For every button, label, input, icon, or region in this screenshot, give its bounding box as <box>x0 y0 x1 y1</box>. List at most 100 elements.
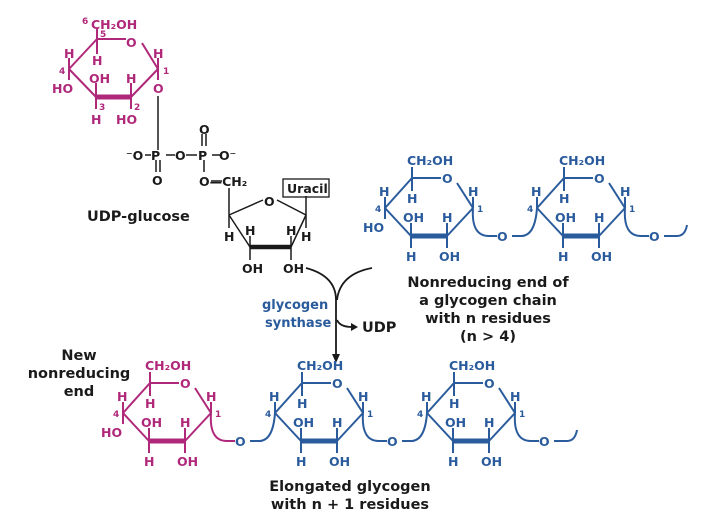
c3-h: H <box>406 249 416 264</box>
c3-h: H <box>558 249 568 264</box>
bridging-oxygen: O <box>175 148 186 163</box>
c2-oh: OH <box>591 249 612 264</box>
ring-oxygen: O <box>180 376 191 391</box>
new-end-label-line1: New <box>61 348 96 364</box>
ribose-c3-oh: OH <box>242 261 263 276</box>
c3-oh: OH <box>89 71 110 86</box>
c1-number: 1 <box>477 205 483 215</box>
c1-h: H <box>358 389 368 404</box>
c2-h: H <box>594 210 604 225</box>
ribose-c2-oh: OH <box>283 261 304 276</box>
glycosidic-oxygen: O <box>235 434 246 449</box>
c4-ho: HO <box>101 425 122 440</box>
c1-number: 1 <box>163 67 169 77</box>
c2-h: H <box>332 415 342 430</box>
c5-h: H <box>407 191 417 206</box>
main-arrowhead <box>332 354 340 363</box>
nonreducing-caption-line1: Nonreducing end of <box>407 275 569 291</box>
c4-number: 4 <box>527 205 533 215</box>
enzyme-name-line1: glycogen <box>262 298 328 313</box>
c2-ho: HO <box>116 112 137 127</box>
c1-h: H <box>510 389 520 404</box>
o-ch2-label: O—CH₂ <box>199 174 247 189</box>
c4-number: 4 <box>417 410 423 420</box>
left-o-minus: ⁻O <box>126 148 143 163</box>
elongated-caption-line2: with n + 1 residues <box>271 497 429 513</box>
c2-oh: OH <box>481 454 502 469</box>
nonreducing-caption-line2: a glycogen chain <box>419 293 557 309</box>
ring-oxygen: O <box>332 376 343 391</box>
phosphorus-2: P <box>198 148 207 163</box>
c3-oh: OH <box>141 415 162 430</box>
glycosidic-oxygen: O <box>153 81 164 96</box>
c5-number: 5 <box>100 30 106 40</box>
new-end-label-line2: nonreducing <box>28 366 131 382</box>
c4-h: H <box>117 389 127 404</box>
c2-h: H <box>484 415 494 430</box>
c2-h: H <box>180 415 190 430</box>
c3-oh: OH <box>403 210 424 225</box>
c1-h: H <box>206 389 216 404</box>
c4-ho: HO <box>363 220 384 235</box>
reaction-arrow <box>305 267 373 355</box>
c1-number: 1 <box>519 410 525 420</box>
ch2oh-label: CH₂OH <box>145 358 191 373</box>
c5-h: H <box>297 396 307 411</box>
nonreducing-caption-line3: with n residues <box>425 311 551 327</box>
c5-h: H <box>449 396 459 411</box>
c1-number: 1 <box>367 410 373 420</box>
c4-h: H <box>379 184 389 199</box>
p2-double-o: O <box>199 122 210 137</box>
c3-oh: OH <box>293 415 314 430</box>
ch2oh-label: CH₂OH <box>91 17 137 32</box>
c3-number: 3 <box>99 103 105 113</box>
ribose-c3-h: H <box>245 223 255 238</box>
glycosidic-oxygen: O <box>497 229 508 244</box>
p1-double-o: O <box>152 173 163 188</box>
c4-ho: HO <box>52 81 73 96</box>
c1-h: H <box>468 184 478 199</box>
udp-arrowhead <box>351 323 358 331</box>
ring-oxygen: O <box>442 171 453 186</box>
nonreducing-caption-line4: (n > 4) <box>460 329 516 345</box>
c4-h: H <box>269 389 279 404</box>
c5-h: H <box>559 191 569 206</box>
c6-number: 6 <box>82 17 88 27</box>
ring-oxygen: O <box>126 35 137 50</box>
c1-number: 1 <box>215 410 221 420</box>
c3-h: H <box>144 454 154 469</box>
udp-glucose-glucose-ring <box>68 28 159 109</box>
c4-number: 4 <box>375 205 381 215</box>
ribose-c2-h: H <box>286 223 296 238</box>
c2-oh: OH <box>177 454 198 469</box>
c2-h: H <box>442 210 452 225</box>
c4-h: H <box>421 389 431 404</box>
enzyme-name-line2: synthase <box>265 316 331 331</box>
right-o-minus: O⁻ <box>219 148 236 163</box>
phosphorus-1: P <box>151 148 160 163</box>
c1-number: 1 <box>629 205 635 215</box>
udp-glucose-label: UDP-glucose <box>87 209 190 225</box>
c3-oh: OH <box>555 210 576 225</box>
ribose-c1-h: H <box>301 229 311 244</box>
c2-number: 2 <box>134 103 140 113</box>
c2-oh: OH <box>439 249 460 264</box>
ch2oh-label: CH₂OH <box>407 153 453 168</box>
c1-h: H <box>620 184 630 199</box>
c4-h: H <box>531 184 541 199</box>
c3-h: H <box>91 112 101 127</box>
c3-h: H <box>448 454 458 469</box>
glycosidic-oxygen: O <box>387 434 398 449</box>
uracil-label: Uracil <box>287 181 328 196</box>
elongated-caption-line1: Elongated glycogen <box>269 479 430 495</box>
ribose-ring-oxygen: O <box>264 194 275 209</box>
c2-oh: OH <box>329 454 350 469</box>
ribose-c4-h: H <box>224 229 234 244</box>
ring-oxygen: O <box>484 376 495 391</box>
udp-product-label: UDP <box>362 320 397 336</box>
